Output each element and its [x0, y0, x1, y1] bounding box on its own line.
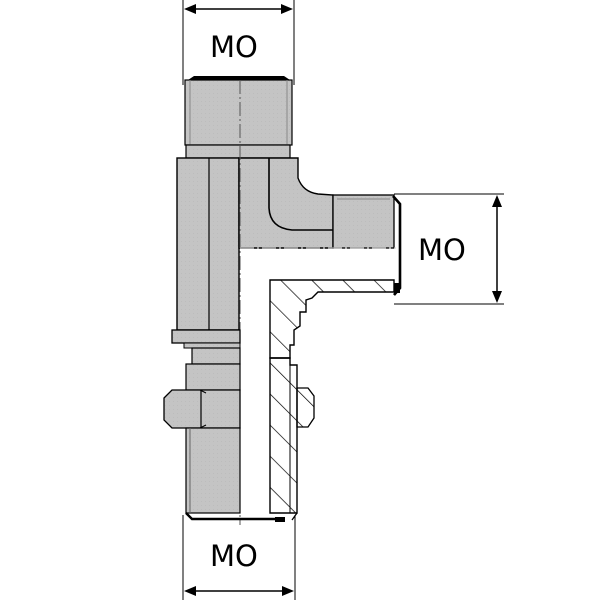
bottom-dimension-label: MO — [210, 539, 258, 573]
top-threaded-end — [184, 76, 293, 159]
right-threaded-end — [332, 194, 402, 296]
section-cut — [269, 279, 395, 522]
lower-body — [163, 329, 298, 521]
tee-body — [176, 157, 334, 331]
right-dimension — [394, 193, 504, 305]
bottom-dimension — [182, 515, 296, 600]
right-dimension-label: MO — [418, 233, 466, 267]
top-dimension-label: MO — [210, 30, 258, 64]
top-dimension — [182, 0, 295, 85]
